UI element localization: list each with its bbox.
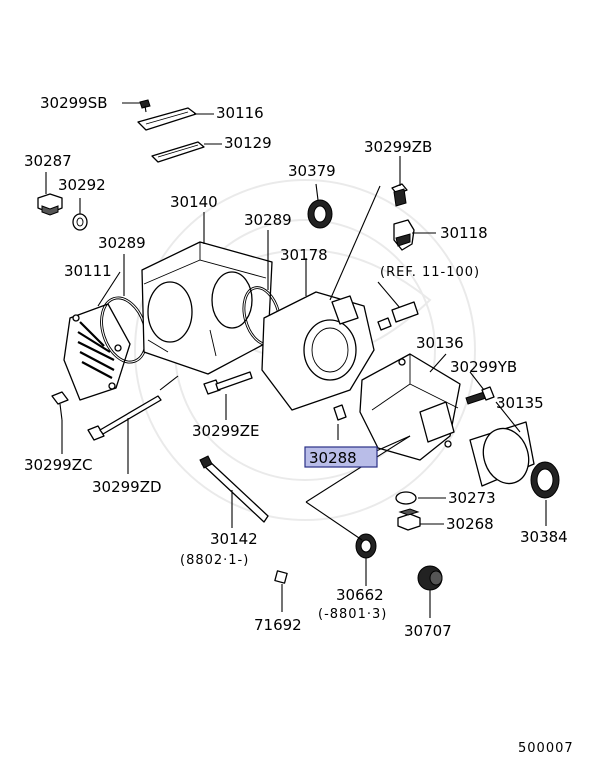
seal-30662[interactable] [355, 533, 377, 559]
label-30299zb[interactable]: 30299ZB [364, 138, 432, 156]
adapter-30178[interactable] [261, 291, 375, 411]
cap-30707[interactable] [417, 565, 443, 591]
label-30662[interactable]: 30662 [336, 586, 384, 604]
label-30116[interactable]: 30116 [216, 104, 264, 122]
label-30379[interactable]: 30379 [288, 162, 336, 180]
label-30142[interactable]: 30142 [210, 530, 258, 548]
bolt-30299zb[interactable] [391, 183, 408, 207]
label-30384[interactable]: 30384 [520, 528, 568, 546]
screw-30299sb[interactable] [139, 99, 151, 113]
label-30118[interactable]: 30118 [440, 224, 488, 242]
label-30292[interactable]: 30292 [58, 176, 106, 194]
housing-30140[interactable] [141, 241, 273, 375]
highlight-box-30288 [304, 446, 378, 468]
extension-housing-30136[interactable] [359, 353, 461, 461]
label-30129[interactable]: 30129 [224, 134, 272, 152]
label-30299yb[interactable]: 30299YB [450, 358, 517, 376]
bolt-30299yb[interactable] [465, 386, 495, 405]
label-71692[interactable] [274, 570, 288, 584]
label-30299zd[interactable]: 30299ZD [92, 478, 162, 496]
dust-cover-30135[interactable] [469, 421, 536, 489]
bolt-30299ze[interactable] [203, 371, 253, 395]
bolt-30299zd[interactable] [87, 395, 162, 441]
ref-note[interactable]: (REF. 11-100) [380, 265, 480, 280]
washer-30292[interactable] [72, 213, 88, 231]
note-30142[interactable]: (8802·1-) [180, 553, 249, 568]
label-30287[interactable]: 30287 [24, 152, 72, 170]
label-30273[interactable]: 30273 [448, 489, 496, 507]
seal-30379[interactable] [307, 199, 333, 229]
plug-30287[interactable] [37, 193, 63, 216]
label-30111[interactable]: 30111 [64, 262, 112, 280]
rear-cover-30111[interactable] [63, 303, 131, 401]
diagram-code: 500007 [518, 741, 574, 756]
label-30707[interactable]: 30707 [404, 622, 452, 640]
plate-30116[interactable] [137, 107, 197, 131]
label-30268[interactable]: 30268 [446, 515, 494, 533]
label-30178[interactable]: 30178 [280, 246, 328, 264]
label-30299zc[interactable]: 30299ZC [24, 456, 92, 474]
gasket-30273[interactable] [395, 491, 417, 505]
watermark-logo [134, 179, 476, 521]
part-labels: 30299SB 30116 30129 30287 30292 30379 30… [24, 94, 574, 756]
label-30289-left[interactable]: 30289 [98, 234, 146, 252]
breather-30118[interactable] [393, 219, 415, 251]
label-30288[interactable]: 30288 [309, 449, 357, 467]
leader-lines [45, 102, 547, 618]
label-30140[interactable]: 30140 [170, 193, 218, 211]
pin-30288[interactable] [333, 404, 347, 421]
plug-30268[interactable] [397, 508, 421, 531]
oil-seal-30384[interactable] [530, 461, 560, 499]
bolt-30299zc[interactable] [51, 391, 69, 421]
label-30289-top[interactable]: 30289 [244, 211, 292, 229]
label-71692[interactable]: 71692 [254, 616, 302, 634]
gasket-30129[interactable] [151, 141, 205, 163]
label-30135[interactable]: 30135 [496, 394, 544, 412]
note-30662[interactable]: (-8801·3) [318, 607, 387, 622]
label-30136[interactable]: 30136 [416, 334, 464, 352]
ref-arrow [377, 281, 419, 331]
tube-30142[interactable] [199, 455, 269, 523]
label-30299ze[interactable]: 30299ZE [192, 422, 259, 440]
label-30299sb[interactable]: 30299SB [40, 94, 108, 112]
